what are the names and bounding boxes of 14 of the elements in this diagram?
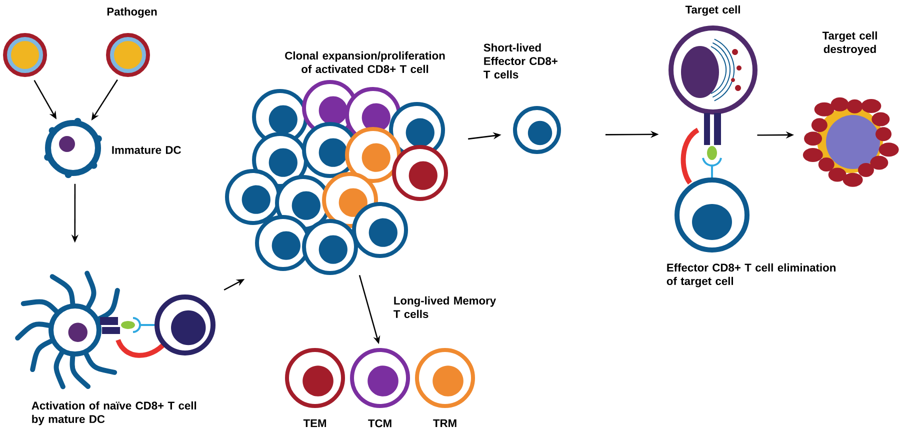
cell-label: Target cell destroyed xyxy=(822,31,877,56)
cell-label: TCM xyxy=(368,419,392,428)
cell-label: Short-lived Effector CD8+ T cells xyxy=(484,43,558,79)
cell-label: Target cell xyxy=(685,5,740,16)
cell-label: Effector CD8+ T cell elimination of target cell xyxy=(666,263,836,288)
cell-label: TEM xyxy=(303,419,326,428)
cell-label: TRM xyxy=(433,419,456,428)
cell-label: Clonal expansion/proliferation of activated CD8+ T cell xyxy=(285,51,445,74)
pathogen-drawing xyxy=(3,33,48,77)
group-label: Pathogen xyxy=(107,7,157,18)
cell-label: Activation of naïve CD8+ T cell by mature DC xyxy=(32,401,196,426)
cell-label: Immature DC xyxy=(112,146,181,154)
edge-label: Long-lived Memory T cells xyxy=(392,295,498,320)
pathogen-drawing xyxy=(106,33,150,77)
